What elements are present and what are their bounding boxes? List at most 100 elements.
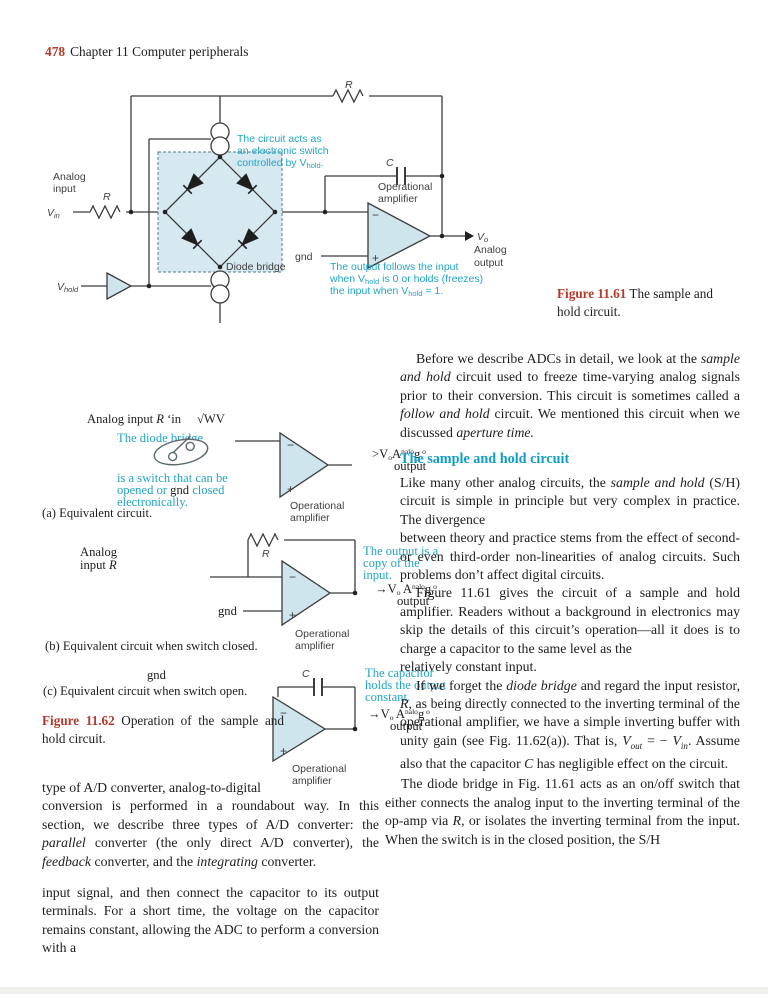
panel-c-caption: (c) Equivalent circuit when switch open. (43, 684, 247, 698)
panel-c-opamp-triangle (272, 695, 327, 763)
opamp-triangle (367, 201, 432, 270)
panel-b-caption: (b) Equivalent circuit when switch close… (45, 639, 258, 653)
capacitor-symbol (396, 167, 406, 185)
output-annotation-line1: The output follows the input (330, 261, 458, 273)
feedback-resistor-symbol (332, 88, 364, 104)
diode-bridge-label: Diode bridge (226, 261, 286, 273)
panel-c-opamp-label-2: amplifier (292, 775, 332, 787)
panel-a-annotation-2-line3: electronically. (117, 495, 188, 509)
panel-c-gnd-label: gnd (147, 668, 167, 682)
diode-bridge-box (157, 151, 283, 273)
paragraph-fig61: Figure 11.61 gives the circuit of a samp… (400, 585, 740, 656)
panel-c-output-word: output (390, 719, 423, 733)
minus-input-label: − (372, 208, 379, 222)
vo-label: Vo (477, 231, 488, 244)
panel-c-junction-dot (352, 726, 358, 732)
output-annotation-line3: the input when Vhold = 1. (330, 285, 443, 298)
panel-c-output-text: →Vo Analog o (368, 707, 430, 722)
switch-annotation-line2: an electronic switch (237, 145, 329, 157)
page-number: 478 (45, 44, 66, 59)
panel-c-minus: − (280, 706, 287, 720)
panel-b-annotation-line1: The output is a (363, 544, 439, 558)
panel-a-wires (235, 440, 352, 466)
right-column: Before we describe ADCs in detail, we lo… (385, 350, 741, 849)
paragraph-diode-bridge-switch: The diode bridge in Fig. 11.61 acts as a… (385, 776, 740, 847)
panel-b-output-text: →Vo Analog o (375, 582, 437, 597)
output-arrow-icon (465, 231, 474, 241)
panel-a-plus: + (287, 482, 294, 496)
paragraph-constant-input: relatively constant input. (400, 659, 537, 675)
paragraph-capacitor-output: input signal, and then connect the capac… (42, 885, 379, 956)
chapter-title: Chapter 11 Computer peripherals (70, 44, 249, 59)
paragraph-intro: Before we describe ADCs in detail, we lo… (400, 351, 740, 440)
paragraph-adc-types: conversion is performed in a roundabout … (42, 798, 379, 869)
figure-11-62-caption: Figure 11.62 Operation of the sample and… (42, 712, 284, 747)
panel-b-input-label-2: input R (80, 558, 117, 572)
input-resistor-label: R (103, 191, 111, 203)
panel-b-annotation-line3: input. (363, 568, 392, 582)
figure-11-62-caption-text: Operation of the sample and hold circuit… (42, 713, 284, 746)
panel-c-wires (277, 686, 356, 730)
figure-11-62a-equivalent-circuit: Analog input R ʻin √WV The diode bridge … (42, 412, 427, 524)
section-heading: The sample and hold circuit (400, 451, 570, 468)
figure-11-62-caption-label: Figure 11.62 (42, 713, 115, 728)
panel-a-caption: (a) Equivalent circuit. (42, 506, 152, 520)
plus-input-label: + (372, 251, 379, 265)
panel-a-opamp-label-2: amplifier (290, 512, 330, 524)
switch-symbol-icon (153, 435, 209, 466)
page-header: 478 Chapter 11 Computer peripherals (45, 44, 248, 60)
panel-a-minus: − (287, 438, 294, 452)
output-annotation-line2: when Vhold is 0 or holds (freezes) (329, 273, 483, 286)
feedback-resistor-label: R (345, 79, 353, 91)
switch-annotation-line3: controlled by Vhold. (237, 157, 324, 170)
panel-a-output-text: >VoAnalog o (372, 447, 426, 462)
gnd-label: gnd (295, 251, 313, 263)
panel-b-resistor-symbol (247, 532, 279, 548)
panel-a-resistor-text: √WV (197, 412, 225, 426)
left-column-bottom: type of A/D converter, analog-to-digital… (42, 779, 379, 871)
junction-dots (128, 154, 445, 289)
panel-b-opamp-label: Operational (295, 628, 349, 640)
panel-c-plus: + (280, 744, 287, 758)
panel-a-opamp-triangle (279, 431, 330, 499)
switch-annotation-line1: The circuit acts as (237, 133, 322, 145)
paragraph-adc-line: type of A/D converter, analog-to-digital (42, 780, 261, 795)
figure-11-61-sample-and-hold-circuit: Analog input Vin R R C gnd Operational a… (47, 79, 507, 323)
panel-a-annotation-2-line2: opened or gnd closed (117, 483, 225, 497)
panel-a-output-word: output (394, 459, 427, 473)
figure-11-61-caption: Figure 11.61 The sample and hold circuit… (557, 285, 735, 320)
current-source-top-icon (210, 122, 230, 156)
panel-b-opamp-label-2: amplifier (295, 640, 335, 652)
panel-b-input-label: Analog (80, 545, 118, 559)
panel-b-resistor-label: R (262, 548, 270, 560)
panel-b-wires (210, 539, 356, 612)
panel-c-annotation-line2: holds the output (365, 678, 447, 692)
analog-output-label: Analog (474, 244, 507, 256)
figure-11-62c-equivalent-circuit: gnd (c) Equivalent circuit when switch o… (43, 666, 447, 787)
panel-c-annotation-line3: constant. (365, 690, 410, 704)
analog-output-label-2: output (474, 257, 503, 269)
bottom-paragraph-block: input signal, and then connect the capac… (42, 884, 379, 958)
analog-input-label-2: input (53, 183, 76, 195)
capacitor-label: C (386, 157, 394, 169)
paragraph-divergence: between theory and practice stems from t… (400, 530, 740, 583)
panel-a-annotation-2-line1: is a switch that can be (117, 471, 228, 485)
panel-b-output-word: output (397, 594, 430, 608)
panel-b-plus: + (289, 608, 296, 622)
vhold-label: Vhold (57, 281, 79, 294)
panel-b-opamp-triangle (281, 559, 332, 627)
figure-11-61-caption-text: The sample and hold circuit. (557, 286, 713, 319)
figure-11-61-caption-label: Figure 11.61 (557, 286, 627, 301)
input-resistor-symbol (89, 204, 121, 220)
panel-b-junction-dot (352, 590, 358, 596)
panel-c-annotation-line1: The capacitor (365, 666, 435, 680)
panel-c-opamp-label: Operational (292, 763, 346, 775)
analog-input-label: Analog (53, 171, 86, 183)
paragraph-sh-intro: Like many other analog circuits, the sam… (400, 475, 741, 527)
panel-a-opamp-label: Operational (290, 500, 344, 512)
opamp-label: Operational (378, 181, 432, 193)
panel-b-minus: − (289, 570, 296, 584)
panel-c-capacitor-symbol (313, 678, 323, 696)
current-source-bottom-icon (210, 270, 230, 304)
